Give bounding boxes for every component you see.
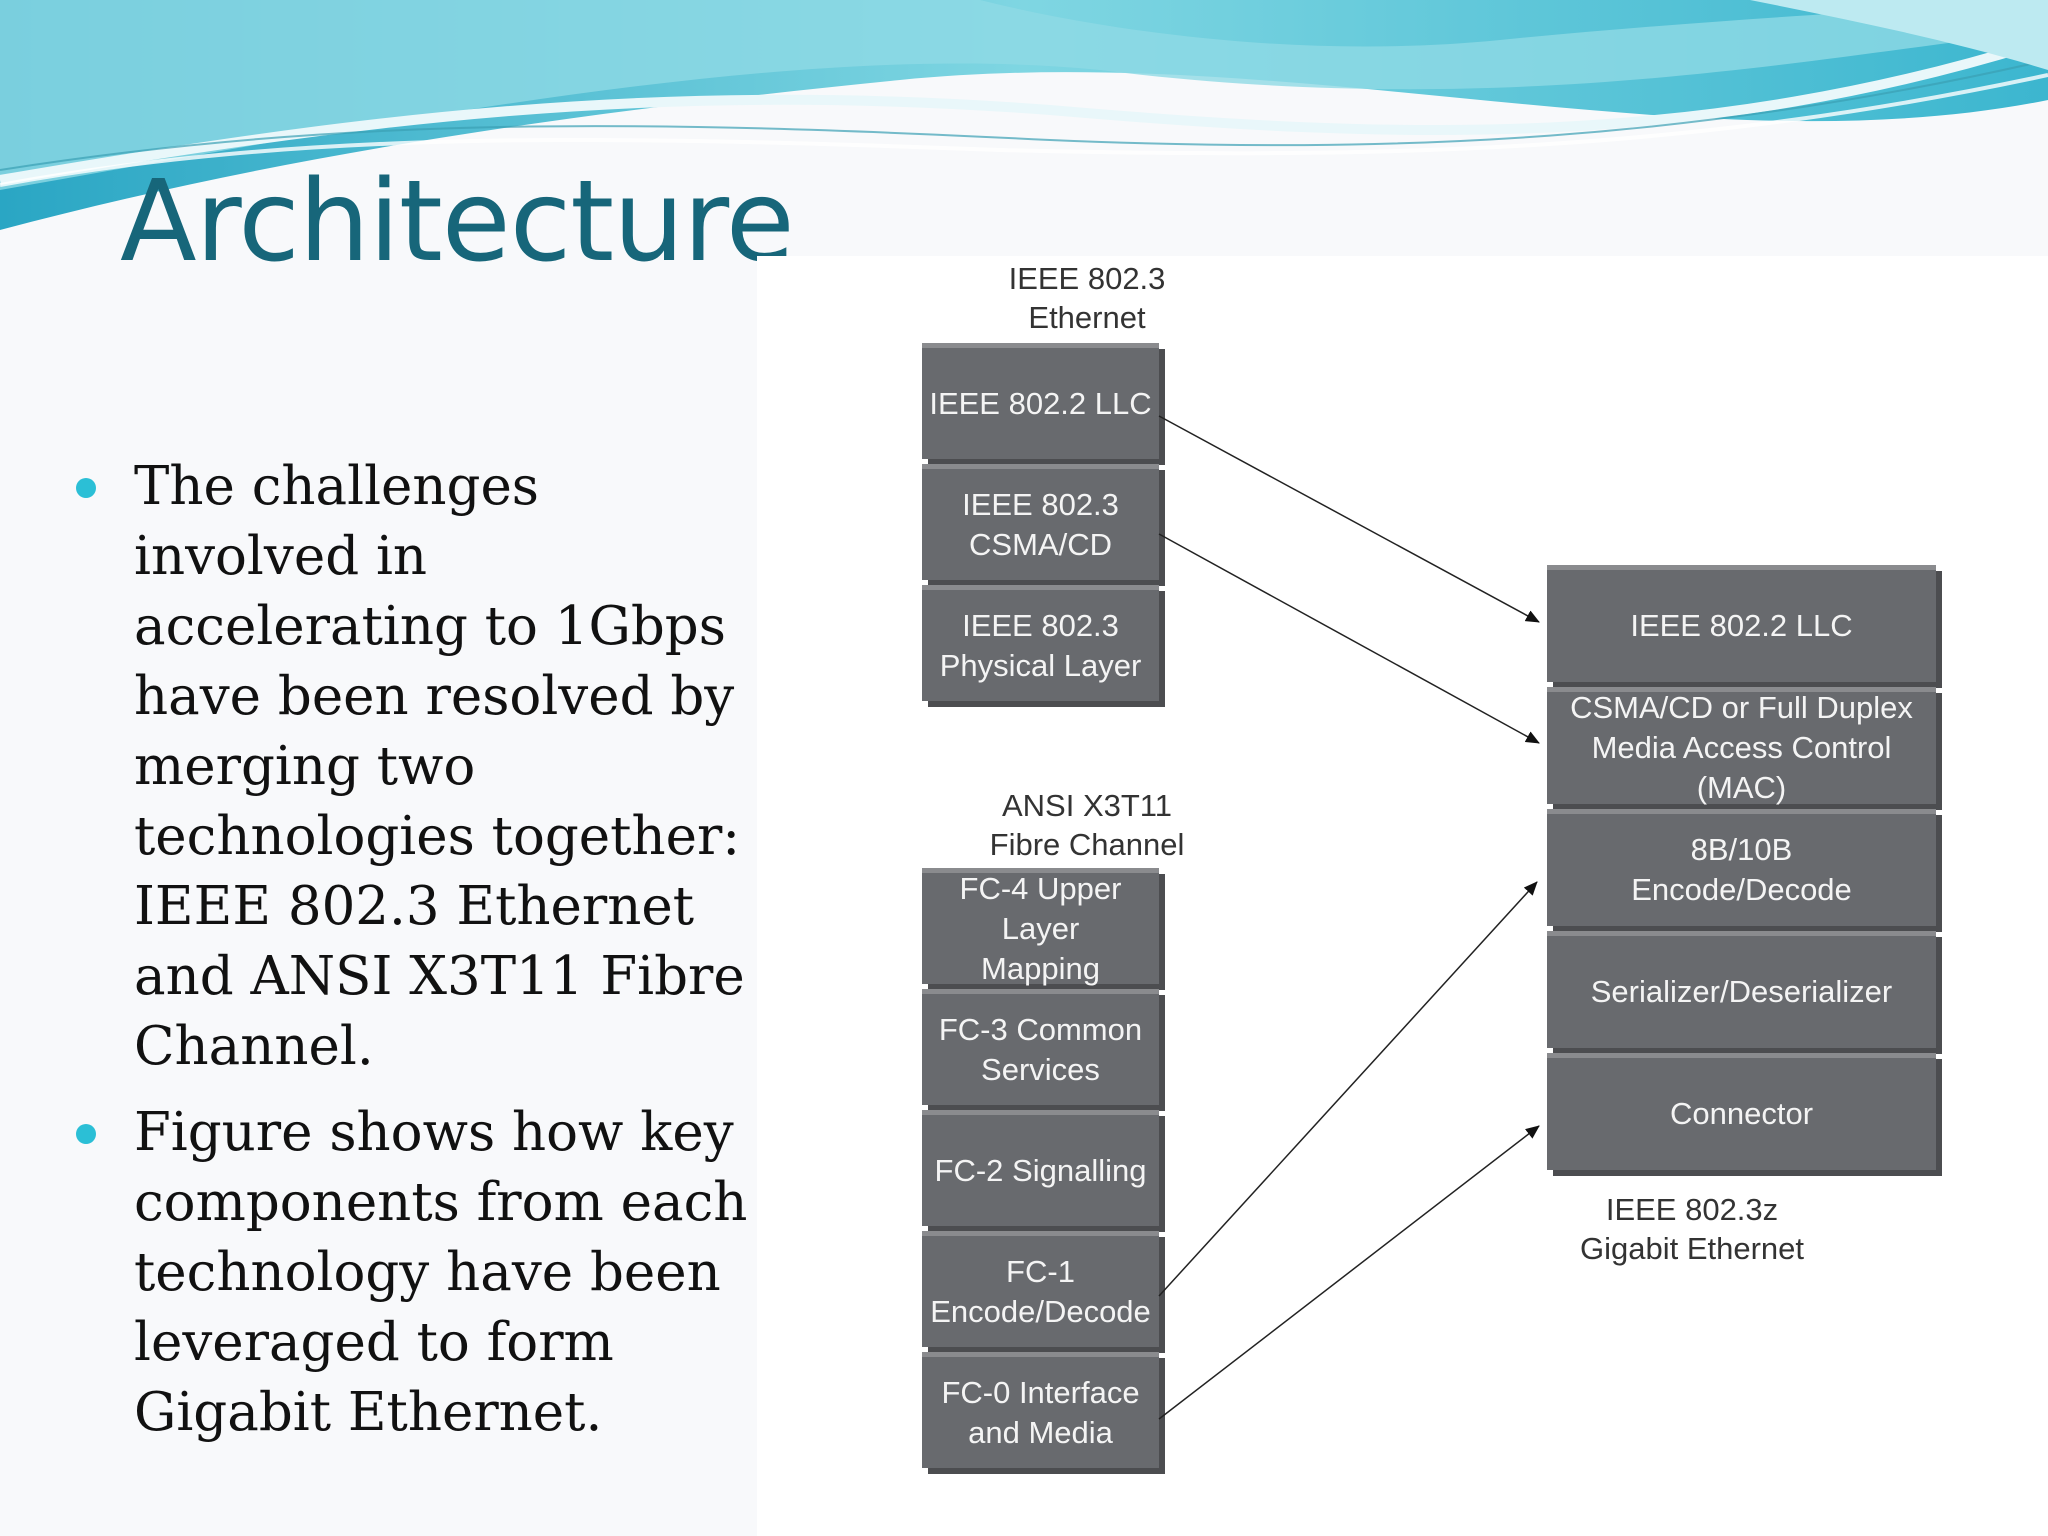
ethernet-layer-llc: IEEE 802.2 LLC bbox=[922, 343, 1159, 459]
bullet-text: The challenges involved in accelerating … bbox=[134, 456, 745, 1077]
bullet-dot-icon bbox=[76, 478, 96, 498]
bullet-list: The challenges involved in accelerating … bbox=[70, 452, 760, 1464]
bullet-item: The challenges involved in accelerating … bbox=[70, 452, 760, 1082]
gigabit-layer-connector: Connector bbox=[1547, 1053, 1936, 1170]
fc-layer-fc0: FC-0 Interface and Media bbox=[922, 1352, 1159, 1468]
arrow-fc0-to-connector bbox=[1158, 1125, 1540, 1420]
fc-layer-fc1: FC-1 Encode/Decode bbox=[922, 1231, 1159, 1347]
header-wave-decoration bbox=[0, 0, 2048, 230]
architecture-diagram: IEEE 802.3 Ethernet ANSI X3T11 Fibre Cha… bbox=[757, 256, 2048, 1536]
bullet-text: Figure shows how key components from eac… bbox=[134, 1102, 748, 1443]
arrow-fc1-to-8b10b bbox=[1158, 881, 1538, 1297]
ethernet-label: IEEE 802.3 Ethernet bbox=[1008, 261, 1166, 335]
gigabit-layer-llc: IEEE 802.2 LLC bbox=[1547, 565, 1936, 682]
fc-layer-fc3: FC-3 Common Services bbox=[922, 989, 1159, 1105]
gigabit-ethernet-label: IEEE 802.3z Gigabit Ethernet bbox=[1579, 1192, 1805, 1266]
fc-layer-fc4: FC-4 Upper Layer Mapping bbox=[922, 868, 1159, 986]
ethernet-layer-csma-cd: IEEE 802.3 CSMA/CD bbox=[922, 464, 1159, 580]
bullet-dot-icon bbox=[76, 1124, 96, 1144]
gigabit-layer-mac: CSMA/CD or Full Duplex Media Access Cont… bbox=[1547, 687, 1936, 805]
bullet-item: Figure shows how key components from eac… bbox=[70, 1098, 760, 1448]
slide-title: Architecture bbox=[120, 157, 795, 287]
ethernet-layer-physical: IEEE 802.3 Physical Layer bbox=[922, 585, 1159, 701]
arrow-llc-to-llc bbox=[1158, 415, 1540, 623]
gigabit-layer-serdes: Serializer/Deserializer bbox=[1547, 931, 1936, 1048]
gigabit-layer-8b10b: 8B/10B Encode/Decode bbox=[1547, 809, 1936, 926]
arrow-csma-to-mac bbox=[1158, 533, 1540, 744]
fc-layer-fc2: FC-2 Signalling bbox=[922, 1110, 1159, 1226]
fibre-channel-label: ANSI X3T11 Fibre Channel bbox=[989, 788, 1185, 862]
